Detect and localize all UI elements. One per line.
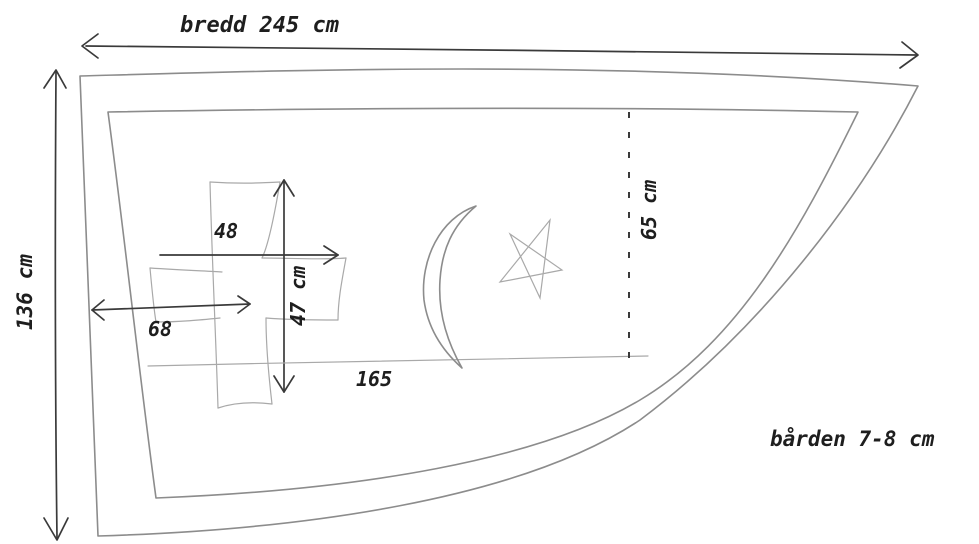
cross-offset-arrow (91, 295, 251, 321)
pennant-inner-border (107, 107, 859, 499)
cross-arm-arrow (159, 245, 339, 265)
length-label: 165 (356, 367, 392, 391)
pennant-outer-outline (79, 68, 919, 537)
cross-shape (149, 181, 347, 409)
cross-arm-label: 48 (214, 219, 238, 243)
width-arrow (81, 33, 919, 69)
crescent-moon-icon (422, 205, 477, 369)
border-label: bården 7-8 cm (770, 427, 935, 451)
height-arrow (43, 69, 69, 541)
star-icon (498, 217, 564, 301)
emblem-height-label: 65 cm (637, 180, 661, 240)
cross-height-arrow (273, 179, 295, 393)
cross-offset-label: 68 (148, 317, 172, 341)
cross-height-label: 47 cm (286, 266, 310, 326)
width-label: bredd 245 cm (180, 13, 339, 38)
length-baseline (147, 355, 649, 367)
height-label: 136 cm (13, 254, 37, 330)
